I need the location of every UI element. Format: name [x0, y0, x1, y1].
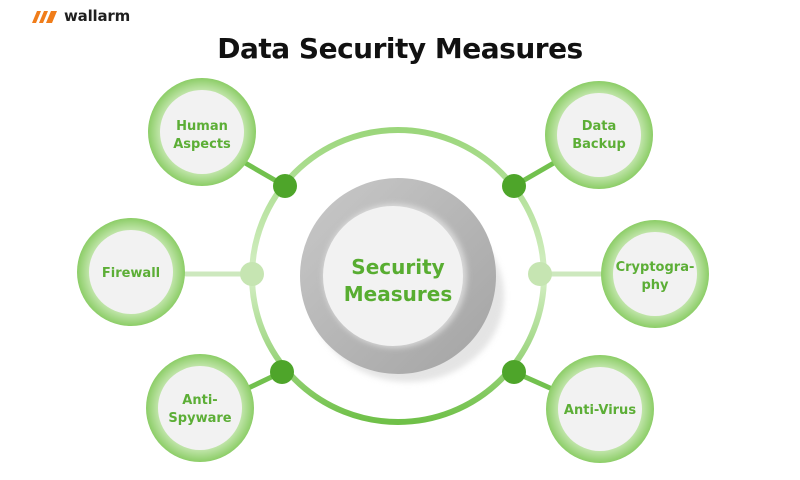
- center-label-line1: Security: [351, 255, 444, 279]
- junction-dot-firewall: [240, 262, 264, 286]
- junction-dot-anti-spyware: [270, 360, 294, 384]
- junction-dot-data-backup: [502, 174, 526, 198]
- junction-dot-human-aspects: [273, 174, 297, 198]
- center-label-line2: Measures: [344, 282, 452, 306]
- node-label: Human: [176, 119, 228, 134]
- wallarm-logo-icon: [32, 11, 57, 23]
- page-title: Data Security Measures: [217, 32, 583, 65]
- brand-logo: wallarm: [32, 6, 130, 26]
- node-label: Aspects: [173, 137, 231, 152]
- node-cryptography: Cryptogra- phy: [601, 220, 709, 328]
- node-human-aspects: Human Aspects: [148, 78, 256, 186]
- node-anti-virus: Anti-Virus: [546, 355, 654, 463]
- center-hub: Security Measures: [300, 178, 504, 382]
- node-label: Anti-: [182, 393, 217, 408]
- junction-dot-anti-virus: [502, 360, 526, 384]
- node-label: Cryptogra-: [616, 260, 695, 275]
- node-label: phy: [641, 278, 669, 293]
- node-data-backup: Data Backup: [545, 81, 653, 189]
- node-label: Data: [582, 119, 617, 134]
- node-label: Firewall: [102, 266, 160, 281]
- node-label: Spyware: [168, 411, 231, 426]
- junction-dot-cryptography: [528, 262, 552, 286]
- node-label: Anti-Virus: [564, 403, 636, 418]
- node-firewall: Firewall: [77, 218, 185, 326]
- node-anti-spyware: Anti- Spyware: [146, 354, 254, 462]
- brand-name: wallarm: [64, 7, 131, 25]
- node-label: Backup: [572, 137, 626, 152]
